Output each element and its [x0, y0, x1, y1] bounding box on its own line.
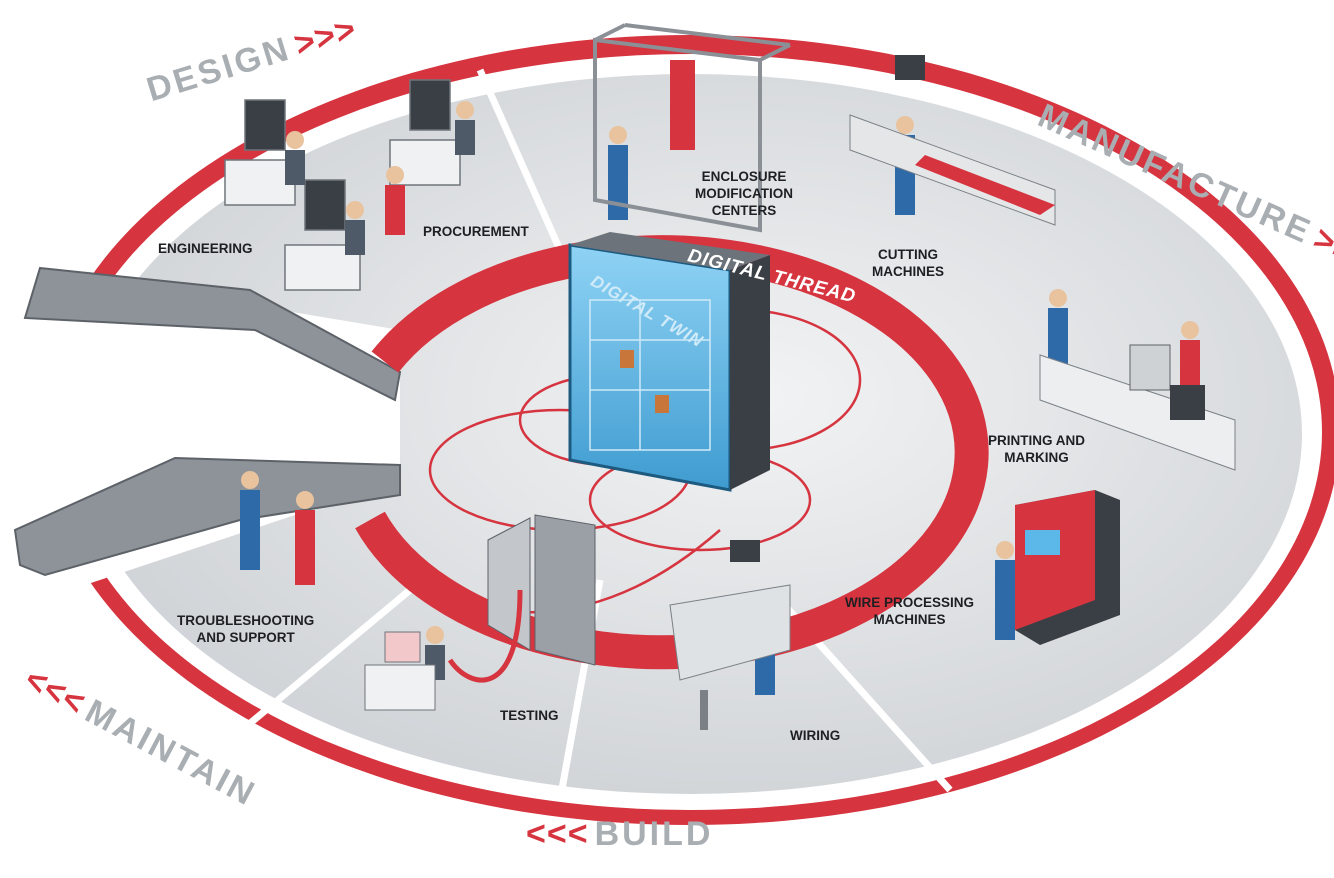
label-testing: TESTING	[500, 708, 559, 723]
wire-processing-machine	[1015, 490, 1120, 645]
phase-build-label: BUILD	[594, 815, 714, 853]
label-procurement: PROCUREMENT	[423, 224, 529, 239]
phase-build: <<<BUILD	[520, 815, 713, 854]
label-printing: PRINTING AND MARKING	[988, 433, 1085, 465]
label-cutting: CUTTING MACHINES	[872, 247, 945, 279]
enclosure-frame	[593, 23, 791, 233]
digital-twin-cabinet	[568, 232, 770, 492]
testing-cabinet	[364, 514, 596, 711]
lower-ramp	[13, 456, 401, 577]
upper-ramp	[23, 266, 402, 402]
label-troubleshooting: TROUBLESHOOTING AND SUPPORT	[177, 613, 315, 645]
printing-station	[1039, 344, 1236, 471]
robot-arm	[670, 60, 695, 150]
label-enclosure: ENCLOSURE MODIFICATION CENTERS	[695, 169, 793, 218]
phase-build-arrows: <<<	[526, 815, 589, 853]
engineering-workstations	[224, 79, 461, 291]
cutting-machine	[849, 55, 1056, 226]
label-wire-processing: WIRE PROCESSING MACHINES	[845, 595, 975, 627]
wiring-bench	[669, 540, 791, 730]
label-engineering: ENGINEERING	[158, 241, 253, 256]
label-wiring: WIRING	[790, 728, 841, 743]
